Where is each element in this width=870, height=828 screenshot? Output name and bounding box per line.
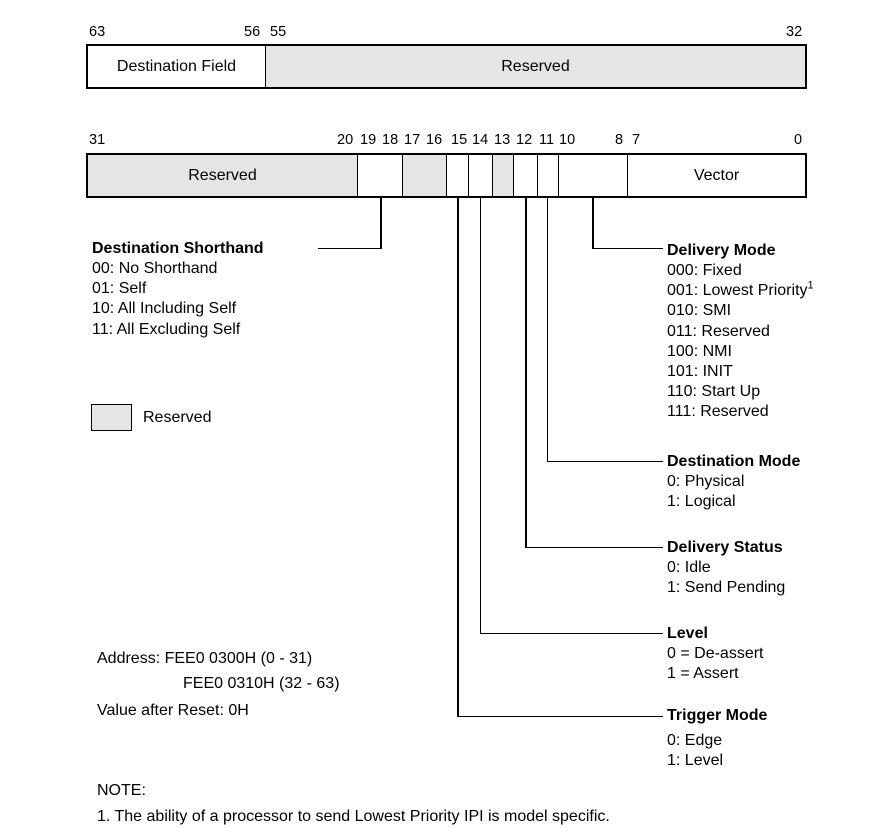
destination-shorthand-block: Destination Shorthand 00: No Shorthand 0… (92, 238, 264, 340)
bit-label-55: 55 (270, 24, 287, 40)
bit-label-56: 56 (244, 24, 261, 40)
leader-hline-trigger-mode (457, 715, 663, 717)
level-option: 1 = Assert (667, 665, 739, 683)
bit-label-13: 13 (494, 132, 511, 148)
field-destination-mode-11 (537, 155, 558, 196)
note-item: 1. The ability of a processor to send Lo… (97, 808, 610, 825)
trigger-mode-title: Trigger Mode (667, 707, 768, 724)
trigger-mode-option: 1: Level (667, 752, 724, 770)
leader-hline-destination-shorthand (318, 247, 382, 249)
delivery-mode-option: 010: SMI (667, 302, 732, 320)
destination-mode-option: 0: Physical (667, 473, 745, 490)
bit-label-0: 0 (794, 132, 803, 148)
bit-label-63: 63 (89, 24, 106, 40)
destination-shorthand-option: 00: No Shorthand (92, 260, 218, 277)
note-block: NOTE: 1. The ability of a processor to s… (97, 778, 610, 828)
leader-vline-delivery-mode (592, 198, 594, 249)
destination-shorthand-option: 11: All Excluding Self (92, 320, 241, 338)
bit-label-15: 15 (451, 132, 468, 148)
trigger-mode-option: 0: Edge (667, 732, 723, 749)
leader-hline-delivery-status (525, 546, 663, 548)
destination-mode-block: Destination Mode 0: Physical 1: Logical (667, 451, 800, 512)
field-reserved-31-20: Reserved (88, 155, 357, 196)
level-option: 0 = De-assert (667, 645, 764, 662)
bit-label-32: 32 (786, 24, 803, 40)
bit-label-10: 10 (559, 132, 576, 148)
bit-label-18: 18 (382, 132, 399, 148)
field-vector-label: Vector (693, 166, 740, 184)
delivery-mode-title: Delivery Mode (667, 242, 776, 259)
trigger-mode-block: Trigger Mode 0: Edge 1: Level (667, 705, 767, 771)
bit-label-19: 19 (360, 132, 377, 148)
field-reserved-55-32: Reserved (265, 46, 805, 87)
field-destination-field-label: Destination Field (116, 57, 237, 75)
address-block: Address: FEE0 0300H (0 - 31) FEE0 0310H … (97, 646, 340, 723)
level-title: Level (667, 625, 708, 642)
bit-label-16: 16 (426, 132, 443, 148)
address-line-1: Address: FEE0 0300H (0 - 31) (97, 650, 313, 667)
field-reserved-31-20-label: Reserved (188, 166, 257, 184)
delivery-status-block: Delivery Status 0: Idle 1: Send Pending (667, 537, 785, 598)
delivery-mode-block: Delivery Mode 000: Fixed 001: Lowest Pri… (667, 240, 814, 423)
leader-hline-level (479, 632, 663, 634)
footnote-reference: 1 (807, 279, 814, 292)
delivery-mode-option: 110: Start Up (667, 383, 761, 401)
delivery-status-title: Delivery Status (667, 539, 783, 556)
leader-vline-level (479, 198, 481, 634)
leader-vline-destination-shorthand (380, 198, 382, 249)
bit-label-20: 20 (337, 132, 354, 148)
address-line-2: FEE0 0310H (32 - 63) (183, 675, 340, 692)
leader-vline-destination-mode (546, 198, 548, 462)
delivery-mode-option: 001: Lowest Priority1 (667, 279, 814, 300)
field-destination-field: Destination Field (88, 46, 265, 87)
bit-label-8: 8 (615, 132, 624, 148)
field-reserved-13 (492, 155, 513, 196)
leader-hline-delivery-mode (592, 247, 663, 249)
reserved-legend-swatch (91, 404, 132, 431)
bit-label-17: 17 (404, 132, 421, 148)
bit-label-12: 12 (516, 132, 533, 148)
delivery-status-option: 1: Send Pending (667, 579, 786, 597)
field-delivery-mode-10-8 (558, 155, 627, 196)
bit-label-14: 14 (472, 132, 489, 148)
leader-vline-trigger-mode (457, 198, 459, 717)
field-delivery-status-12 (513, 155, 537, 196)
field-trigger-mode-15 (446, 155, 468, 196)
bit-label-31: 31 (89, 132, 106, 148)
field-level-14 (468, 155, 492, 196)
register-low-31-0: Reserved Vector (86, 153, 807, 198)
destination-shorthand-option: 01: Self (92, 280, 147, 298)
bit-label-11: 11 (539, 132, 555, 148)
field-destination-shorthand-19-18 (357, 155, 402, 196)
reset-value-line: Value after Reset: 0H (97, 702, 249, 719)
register-high-63-32: Destination Field Reserved (86, 44, 807, 89)
destination-shorthand-title: Destination Shorthand (92, 240, 264, 257)
destination-shorthand-option: 10: All Including Self (92, 300, 237, 318)
bit-label-7: 7 (632, 132, 641, 148)
delivery-mode-option: 100: NMI (667, 342, 732, 360)
field-reserved-17-16 (402, 155, 446, 196)
delivery-status-option: 0: Idle (667, 559, 711, 576)
delivery-mode-option: 111: Reserved (667, 403, 769, 421)
level-block: Level 0 = De-assert 1 = Assert (667, 623, 763, 684)
delivery-mode-option: 101: INIT (667, 363, 733, 381)
leader-hline-destination-mode (546, 460, 663, 462)
delivery-mode-option: 011: Reserved (667, 322, 770, 340)
delivery-mode-option: 000: Fixed (667, 262, 742, 279)
destination-mode-option: 1: Logical (667, 493, 736, 511)
field-reserved-55-32-label: Reserved (501, 57, 570, 75)
reserved-legend-label: Reserved (143, 409, 212, 426)
note-heading: NOTE: (97, 782, 146, 799)
destination-mode-title: Destination Mode (667, 453, 801, 470)
field-vector-7-0: Vector (627, 155, 805, 196)
leader-vline-delivery-status (525, 198, 527, 548)
